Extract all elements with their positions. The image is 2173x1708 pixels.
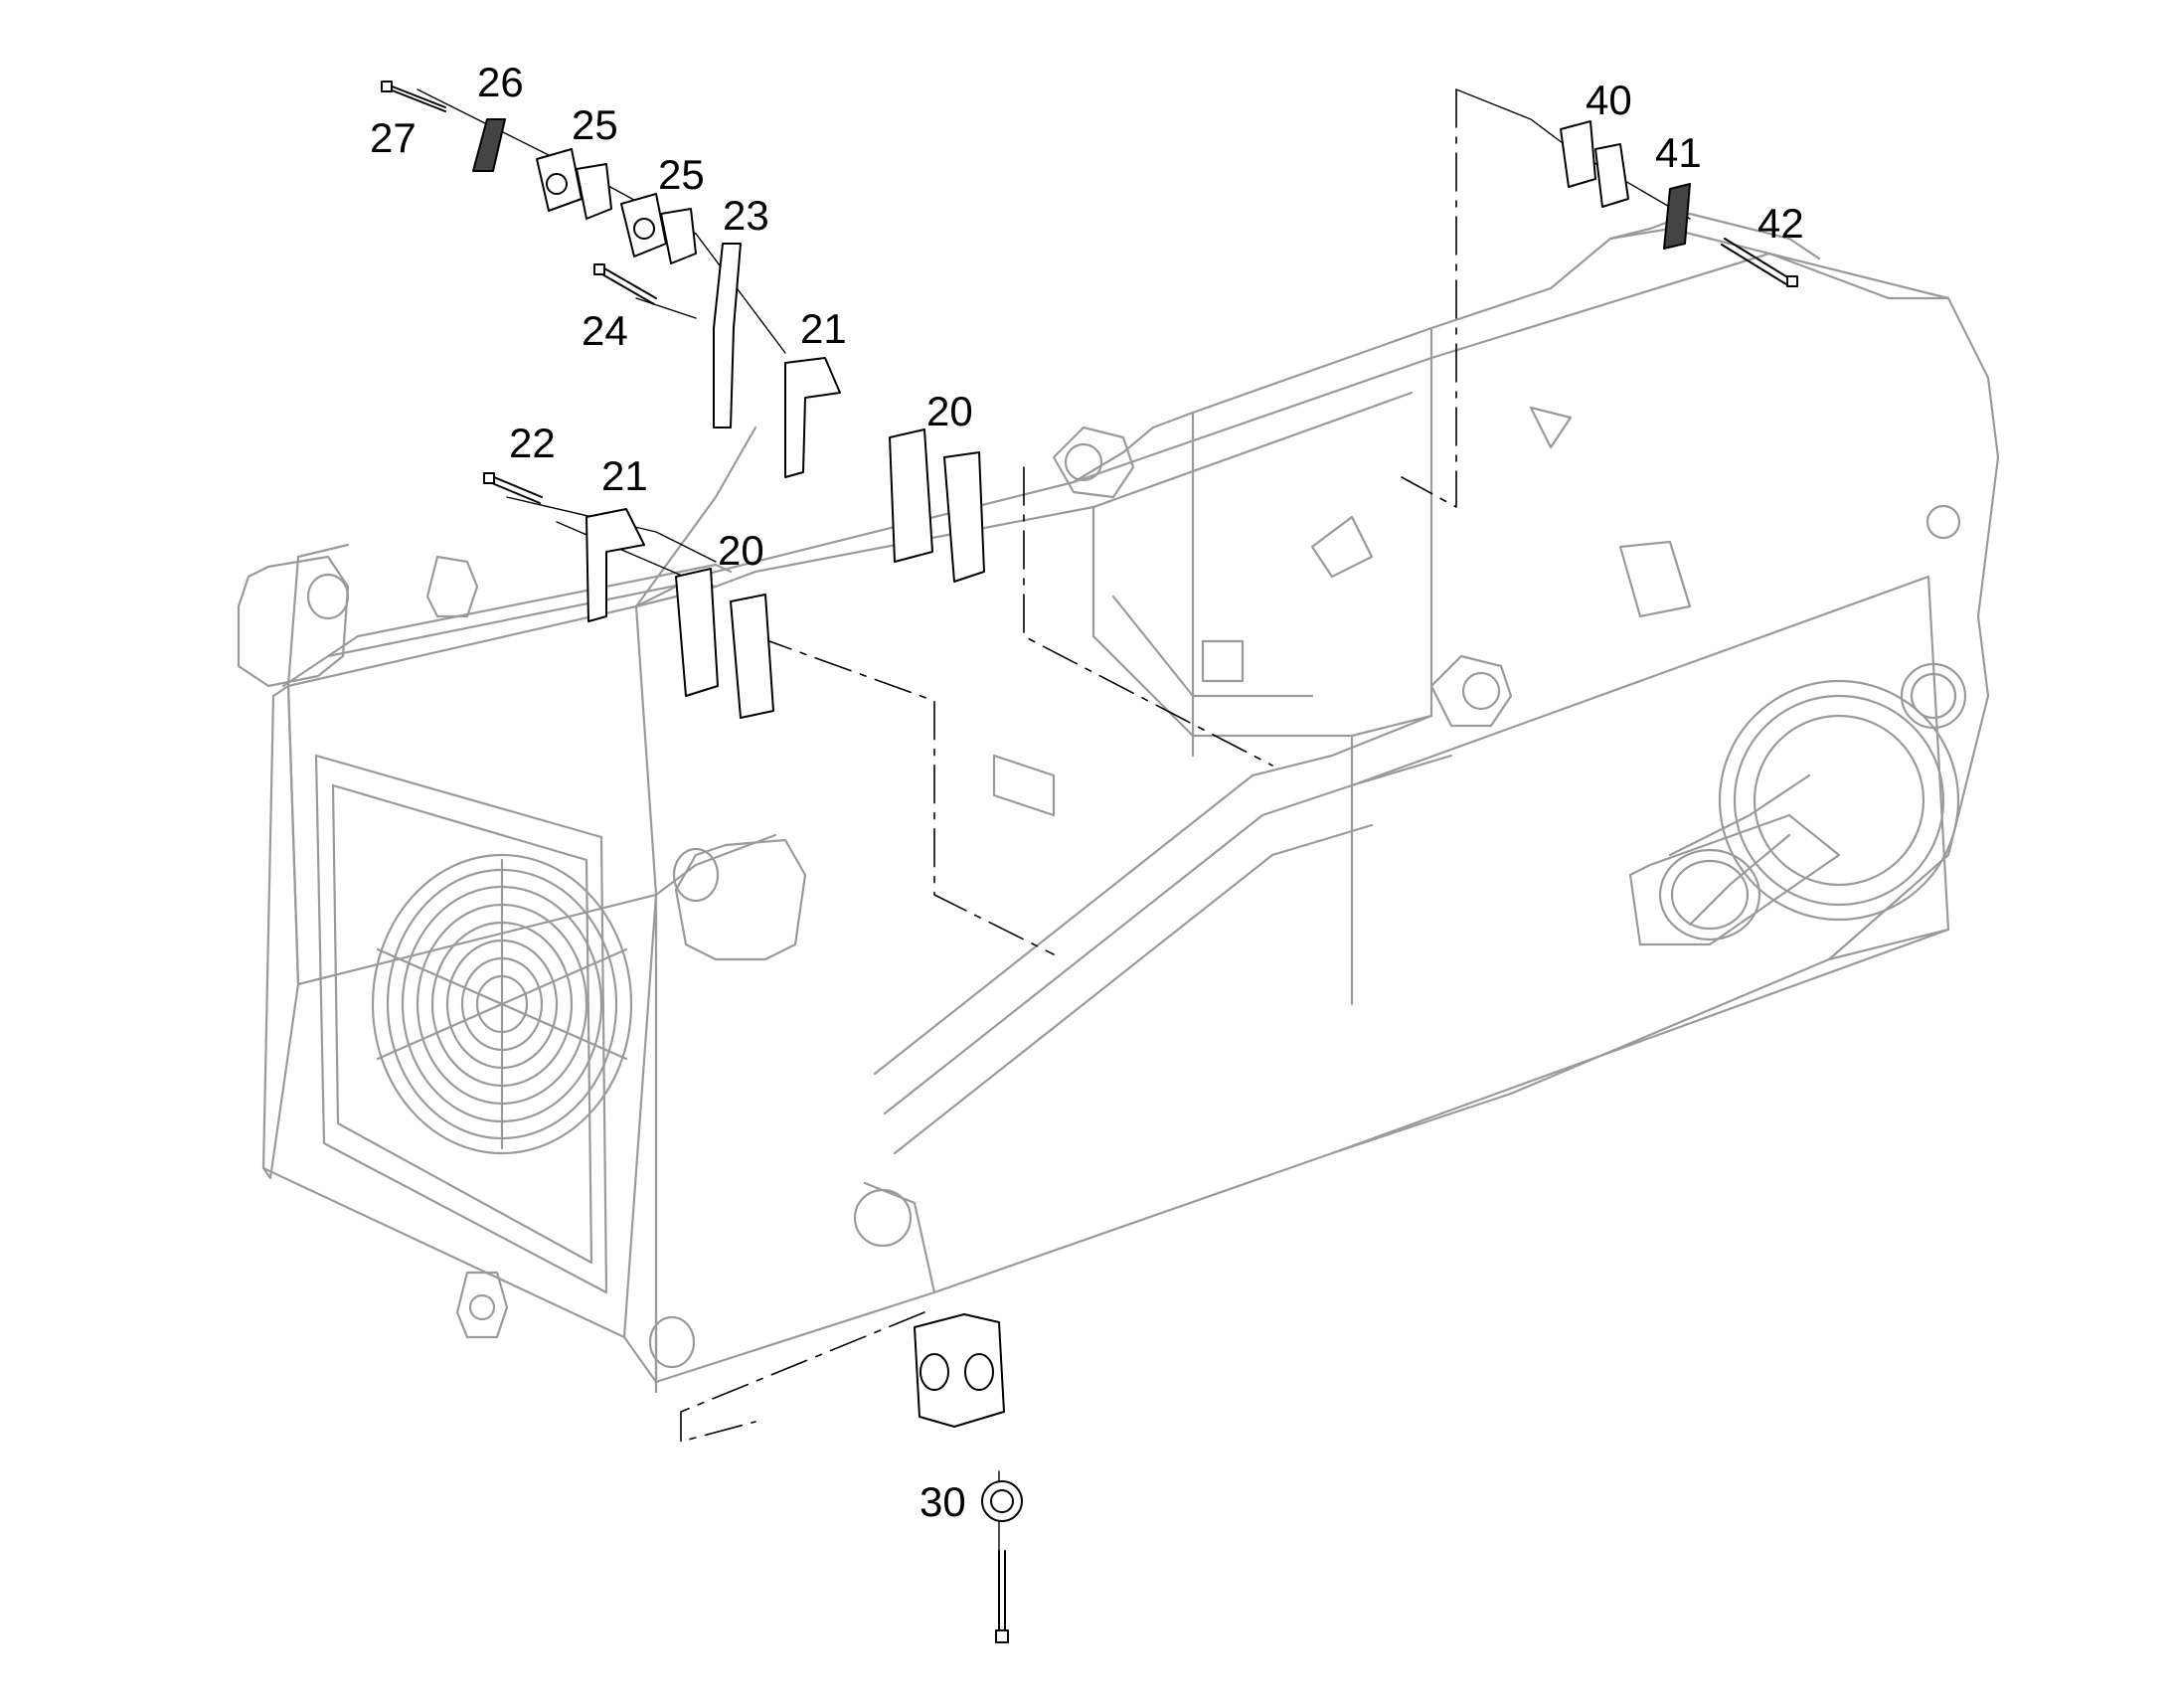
callout-40: 40 bbox=[1586, 77, 1632, 123]
part-21-bracket-b bbox=[585, 508, 645, 622]
part-22-bolt bbox=[483, 472, 543, 504]
part-40-clamp bbox=[1560, 120, 1629, 208]
part-23-bracket bbox=[713, 243, 742, 428]
callout-21b: 21 bbox=[601, 452, 648, 499]
part-26-plate bbox=[472, 118, 506, 172]
callout-22: 22 bbox=[509, 420, 556, 466]
callout-25a: 25 bbox=[572, 101, 618, 148]
callout-20a: 20 bbox=[926, 388, 973, 434]
part-24-bolt bbox=[593, 263, 657, 305]
callout-24: 24 bbox=[582, 307, 628, 354]
callout-25b: 25 bbox=[658, 151, 705, 198]
part-20-clamp-b bbox=[675, 568, 774, 719]
part-25-clamp-a bbox=[536, 148, 612, 220]
part-27-bolt bbox=[381, 81, 446, 112]
callout-23: 23 bbox=[723, 192, 769, 239]
part-lower-clamp-block bbox=[914, 1313, 1005, 1428]
leader-lines bbox=[680, 88, 1457, 1443]
fan bbox=[371, 853, 633, 1155]
callout-27: 27 bbox=[370, 114, 417, 161]
callout-21a: 21 bbox=[800, 305, 847, 352]
part-20-clamp-a bbox=[889, 428, 985, 583]
part-41-plate bbox=[1663, 183, 1691, 250]
part-25-clamp-b bbox=[620, 193, 697, 264]
callout-41: 41 bbox=[1655, 129, 1702, 176]
callout-30: 30 bbox=[919, 1478, 966, 1525]
callout-20b: 20 bbox=[718, 527, 764, 574]
callout-42: 42 bbox=[1757, 200, 1804, 247]
part-42-bolt bbox=[1721, 238, 1798, 287]
part-30-clamp bbox=[981, 1480, 1023, 1643]
callout-26: 26 bbox=[477, 59, 524, 105]
machine-frame bbox=[237, 212, 2000, 1394]
part-21-bracket-a bbox=[784, 357, 841, 478]
